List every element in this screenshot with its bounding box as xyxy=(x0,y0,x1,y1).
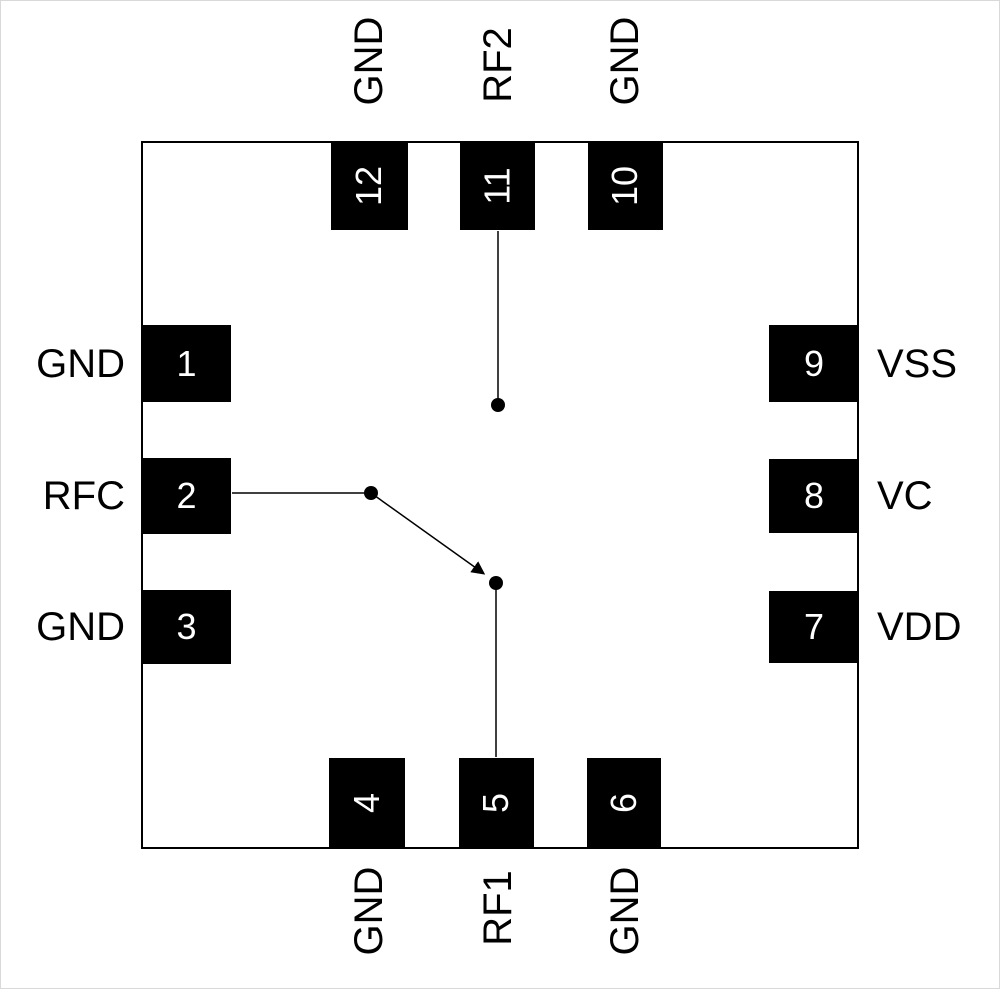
pin-9: 9 xyxy=(769,325,859,402)
chip-outline xyxy=(141,141,859,849)
pin-6: 6 xyxy=(587,758,661,848)
pin-12-label: GND xyxy=(347,16,391,106)
pin-12: 12 xyxy=(331,142,408,230)
pin-9-number: 9 xyxy=(803,342,825,384)
pin-7-label: VDD xyxy=(877,605,962,649)
pin-8: 8 xyxy=(769,459,859,533)
pin-9-label: VSS xyxy=(877,342,958,386)
pin-5-label: RF1 xyxy=(476,870,520,946)
pin-4-number: 4 xyxy=(346,792,387,814)
pin-8-number: 8 xyxy=(803,475,825,516)
pin-10-number: 10 xyxy=(604,165,646,207)
pin-12-number: 12 xyxy=(348,165,390,207)
pin-1: 1 xyxy=(142,325,231,402)
pin-10-label: GND xyxy=(603,16,647,106)
pin-3: 3 xyxy=(142,590,231,664)
pin-2-number: 2 xyxy=(176,475,197,516)
pin-7-number: 7 xyxy=(803,606,825,647)
pin-6-label: GND xyxy=(603,866,647,956)
pin-10: 10 xyxy=(588,142,663,230)
pin-11: 11 xyxy=(460,142,535,230)
pin-2: 2 xyxy=(142,458,231,534)
pin-4-label: GND xyxy=(347,866,391,956)
pin-1-number: 1 xyxy=(176,342,197,384)
pin-8-label: VC xyxy=(877,474,933,518)
pin-5-number: 5 xyxy=(475,792,517,814)
pin-3-label: GND xyxy=(36,605,125,649)
pin-5: 5 xyxy=(459,758,534,848)
pin-3-number: 3 xyxy=(176,606,197,647)
pin-11-number: 11 xyxy=(476,167,518,205)
pin-1-label: GND xyxy=(36,342,125,386)
pin-7: 7 xyxy=(769,591,859,663)
pin-4: 4 xyxy=(329,758,405,848)
pin-2-label: RFC xyxy=(42,474,125,518)
pin-11-label: RF2 xyxy=(476,27,520,103)
pin-6-number: 6 xyxy=(603,792,644,814)
